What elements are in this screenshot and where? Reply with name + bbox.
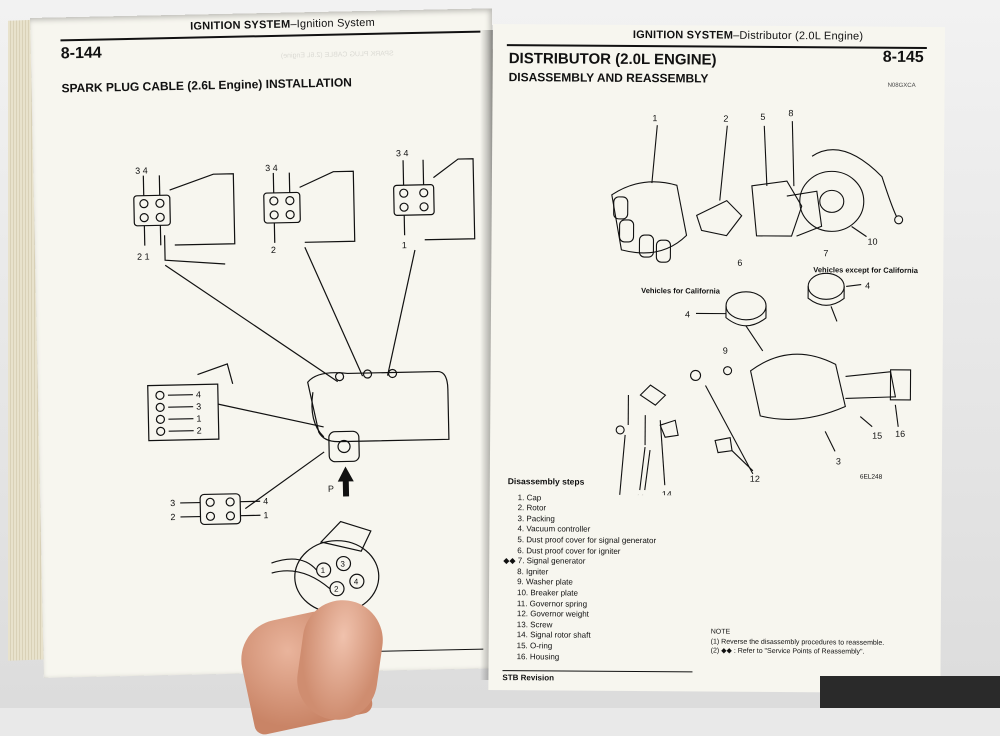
- callout-15: 15: [872, 431, 882, 441]
- callout-6: 6: [737, 258, 742, 268]
- step-item: 5. Dust proof cover for signal generator: [517, 535, 656, 547]
- spark-plug-cable-diagram: 3 4 2 1 3 4 2 3 4 1 4 3 1 2 3 2 4 1 P P …: [62, 89, 494, 658]
- dist-label-1: 1: [321, 566, 326, 575]
- cap-label-4: 4: [263, 496, 268, 506]
- right-head-rule: [507, 44, 927, 49]
- step-item: 12. Governor weight: [517, 609, 656, 621]
- left-page: IGNITION SYSTEM–Ignition System 8-144 SP…: [30, 8, 506, 678]
- callout-9: 9: [723, 346, 728, 356]
- up-arrow-icon: [337, 466, 354, 496]
- callout-12: 12: [750, 474, 760, 484]
- callout-10: 10: [867, 237, 877, 247]
- callout-8: 8: [788, 108, 793, 118]
- label-vehicles-except-california: Vehicles except for California: [813, 265, 919, 275]
- step-item: 16. Housing: [517, 652, 656, 664]
- cap-label-2: 2: [170, 512, 175, 522]
- disassembly-steps: Disassembly steps 1. Cap 2. Rotor 3. Pac…: [507, 476, 657, 663]
- step-item: 10. Breaker plate: [517, 588, 656, 600]
- callout-3: 3: [836, 456, 841, 466]
- right-page-subtitle: DISASSEMBLY AND REASSEMBLY: [509, 70, 709, 85]
- right-running-head-main: IGNITION SYSTEM: [633, 29, 733, 42]
- label-a-top: 3 4: [135, 166, 148, 176]
- left-page-number: 8-144: [61, 45, 102, 64]
- label-c-top: 3 4: [396, 148, 409, 158]
- label-vehicles-california: Vehicles for California: [641, 286, 721, 296]
- callout-1: 1: [652, 113, 657, 123]
- callout-14: 14: [662, 489, 672, 497]
- coil-label-2: 2: [197, 425, 202, 435]
- step-item: 15. O-ring: [517, 641, 656, 653]
- callout-5: 5: [760, 112, 765, 122]
- dist-label-3: 3: [340, 560, 345, 569]
- callout-7: 7: [823, 248, 828, 258]
- coil-label-1: 1: [196, 413, 201, 423]
- right-running-head: IGNITION SYSTEM–Distributor (2.0L Engine…: [633, 29, 863, 43]
- right-page: IGNITION SYSTEM–Distributor (2.0L Engine…: [488, 24, 945, 693]
- left-running-head-main: IGNITION SYSTEM: [190, 19, 290, 33]
- label-b-bottom: 2: [271, 245, 276, 255]
- left-running-head: IGNITION SYSTEM–Ignition System: [190, 17, 375, 33]
- callout-4b: 4: [865, 281, 870, 291]
- bleed-through-text: SPARK PLUG CABLE (2.6L Engine): [281, 50, 394, 59]
- reassembly-note: NOTE (1) Reverse the disassembly procedu…: [711, 628, 885, 658]
- right-page-number: 8-145: [883, 49, 924, 67]
- steps-heading: Disassembly steps: [508, 476, 657, 488]
- dist-label-2: 2: [334, 585, 339, 594]
- left-head-rule: [60, 31, 480, 42]
- label-c-bottom: 1: [402, 240, 407, 250]
- distributor-exploded-diagram: 1 2 5 8 10 6 7 4 4 9 15 16 3 12 14 13 11…: [500, 84, 943, 497]
- right-running-head-sub: –Distributor (2.0L Engine): [733, 30, 863, 43]
- desk-surface: [820, 676, 1000, 708]
- label-a-bottom: 2 1: [137, 252, 150, 262]
- note-line-2: (2) ◆◆ : Refer to "Service Points of Rea…: [711, 647, 885, 658]
- arrow-p-label: P: [328, 484, 334, 494]
- callout-4a: 4: [685, 309, 690, 319]
- right-footer: STB Revision: [502, 670, 692, 683]
- cap-label-3: 3: [170, 498, 175, 508]
- callout-16: 16: [895, 429, 905, 439]
- dist-label-4: 4: [354, 577, 359, 586]
- coil-label-4: 4: [196, 390, 201, 400]
- figure-code: 6EL248: [860, 474, 883, 481]
- right-page-title: DISTRIBUTOR (2.0L ENGINE): [509, 50, 717, 68]
- step-item: 2. Rotor: [518, 503, 657, 515]
- coil-label-3: 3: [196, 402, 201, 412]
- cap-label-1: 1: [263, 510, 268, 520]
- label-b-top: 3 4: [265, 163, 278, 173]
- left-running-head-sub: –Ignition System: [290, 17, 375, 31]
- step-item: ◆◆ 7. Signal generator: [503, 556, 656, 568]
- callout-2: 2: [723, 114, 728, 124]
